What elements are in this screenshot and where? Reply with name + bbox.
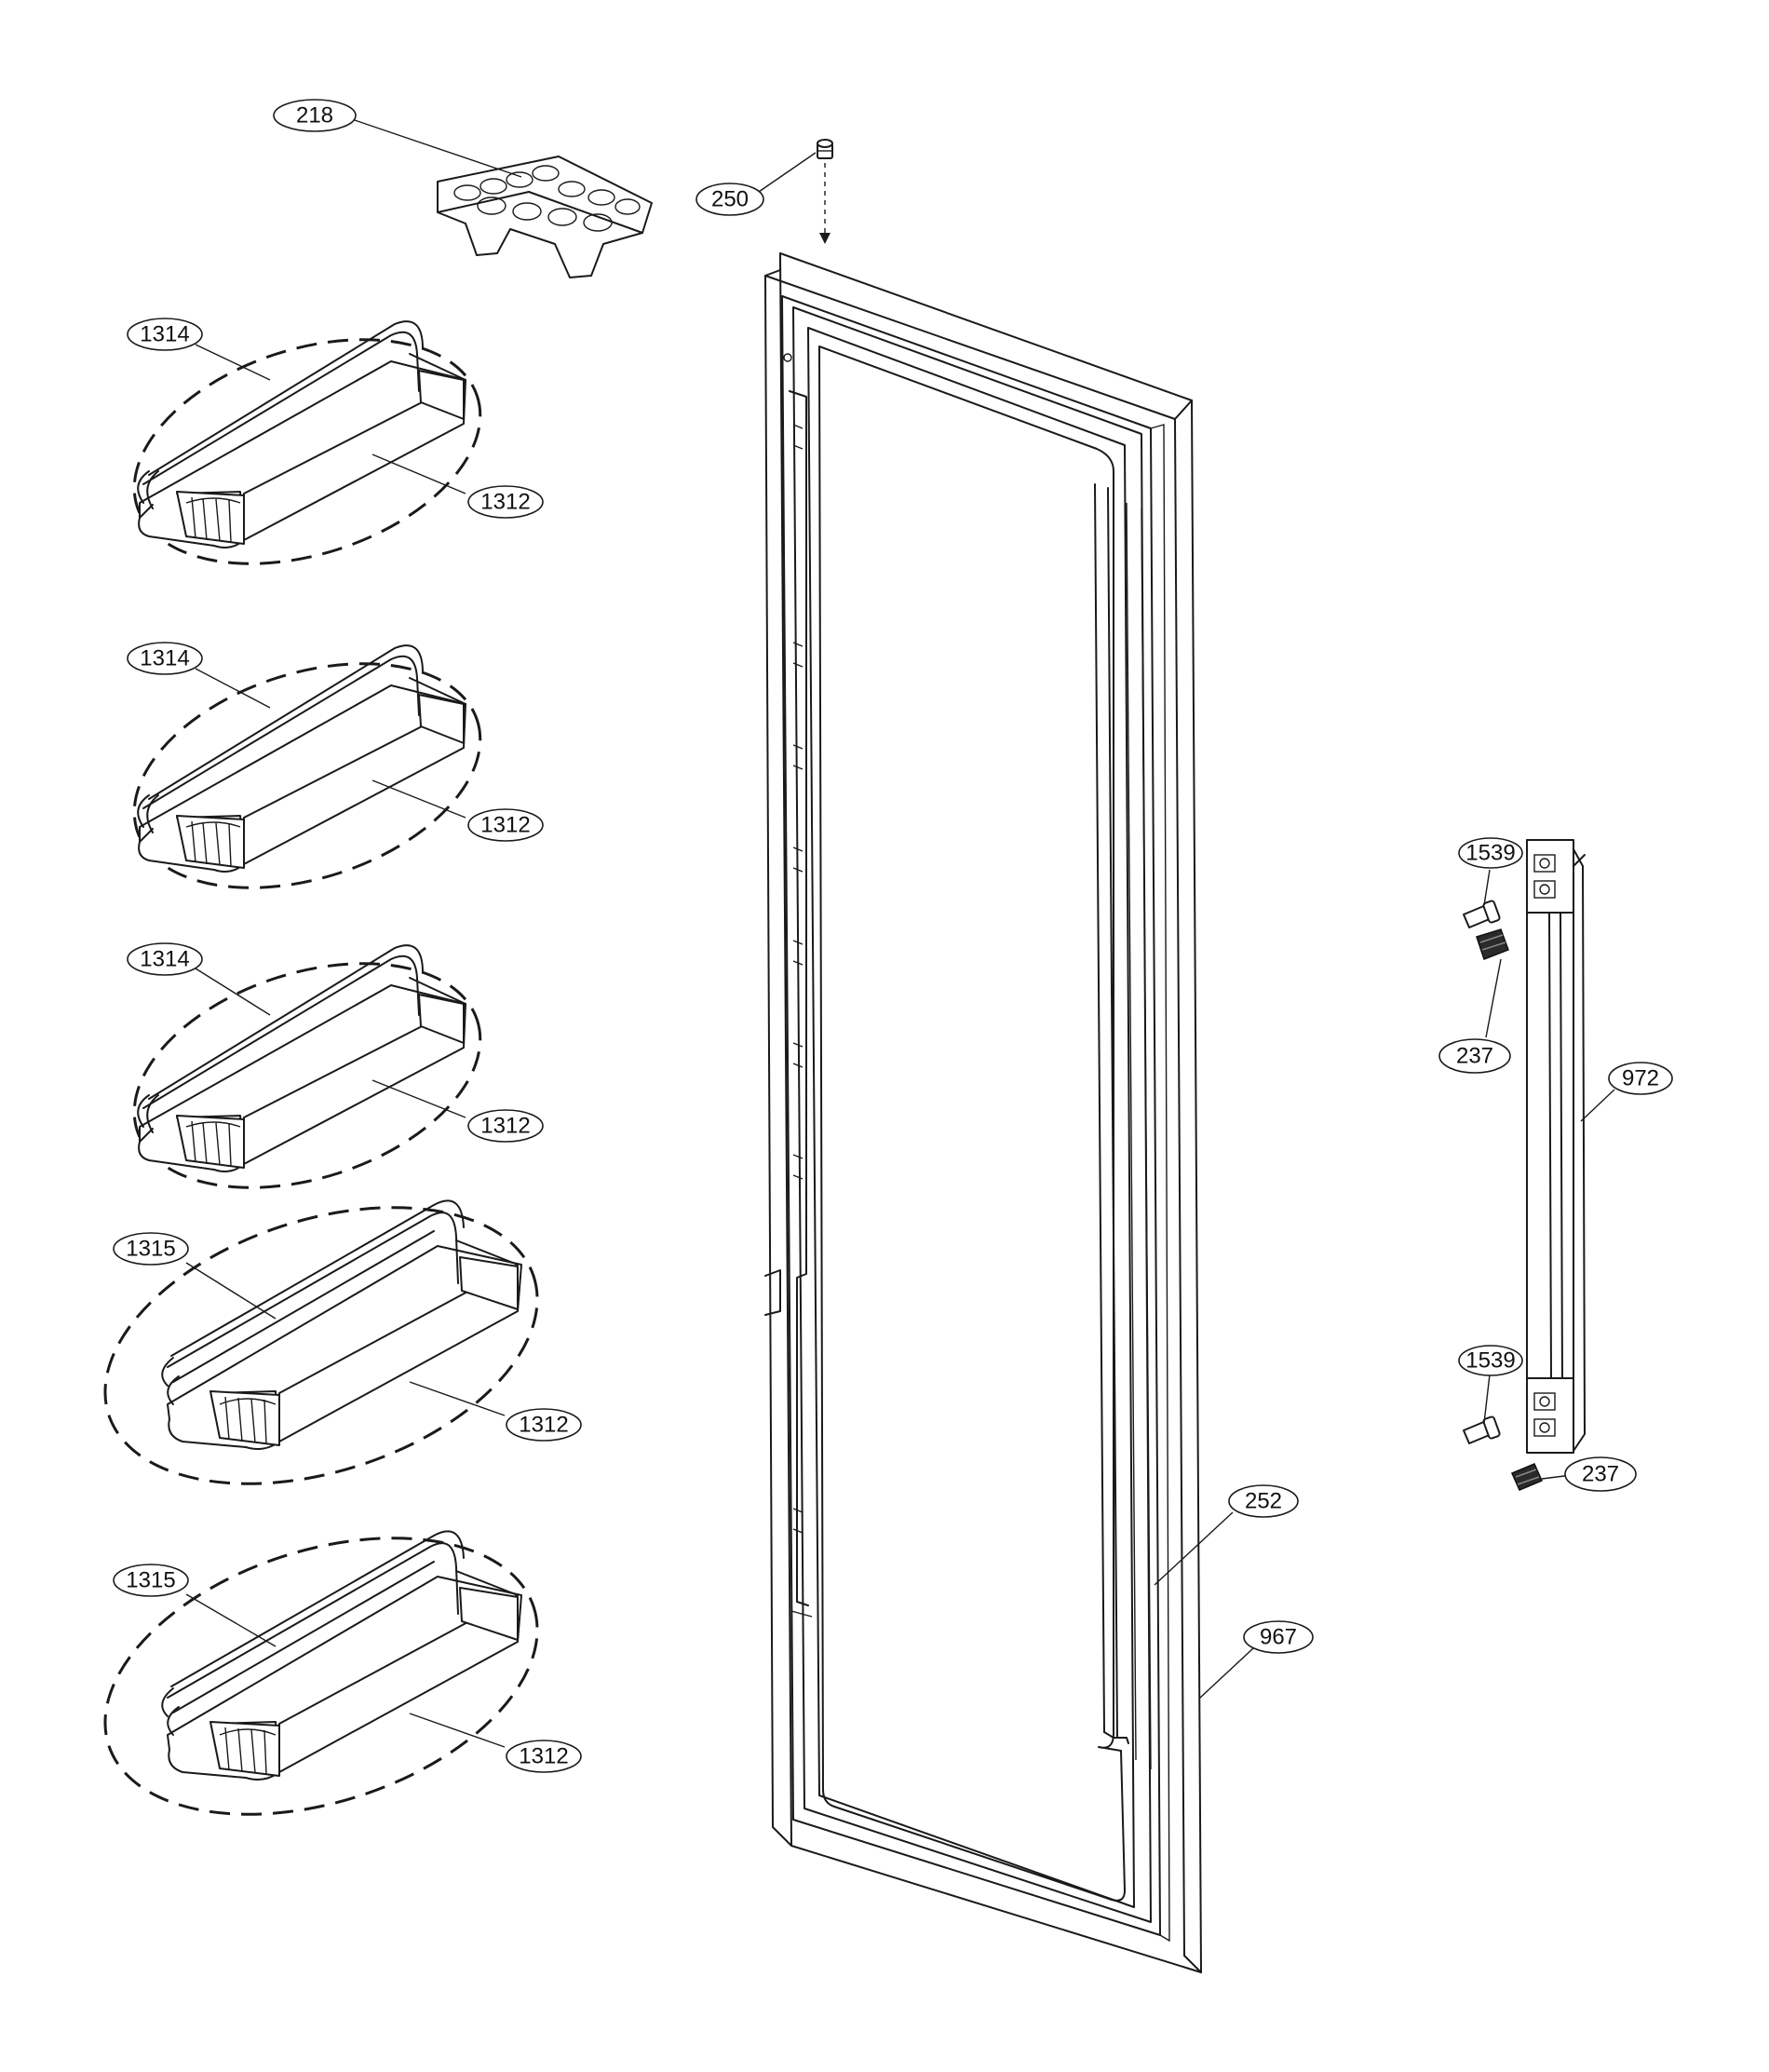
door-bin-2: [132, 644, 482, 889]
callout-label: 1312: [519, 1744, 568, 1769]
callout-label: 1312: [519, 1413, 568, 1438]
callout-label: 1315: [126, 1568, 175, 1593]
leader-lines: [185, 116, 1615, 1748]
door-bin-5: [103, 1530, 539, 1816]
callout-label: 1312: [480, 1114, 530, 1139]
callout-label: 967: [1260, 1625, 1297, 1650]
callout-1312-a: 1312: [467, 485, 544, 519]
door-handle: [1526, 839, 1586, 1454]
callout-label: 237: [1582, 1462, 1619, 1487]
callout-967: 967: [1243, 1620, 1314, 1654]
callout-252: 252: [1228, 1484, 1299, 1518]
door-bin-4: [103, 1199, 539, 1485]
callout-1312-e: 1312: [506, 1740, 582, 1773]
callout-label: 237: [1456, 1044, 1493, 1069]
callout-1315-b: 1315: [113, 1564, 189, 1597]
callout-label: 1312: [480, 813, 530, 838]
callout-1314-b: 1314: [127, 642, 203, 675]
set-screw-bottom: [1511, 1463, 1543, 1491]
callout-label: 252: [1245, 1489, 1282, 1514]
callout-label: 1539: [1465, 1348, 1515, 1374]
callout-label: 1314: [140, 646, 189, 671]
door-bin-3: [132, 944, 482, 1189]
callout-218: 218: [273, 99, 357, 132]
callout-label: 1315: [126, 1237, 175, 1262]
door-panel: [764, 252, 1202, 1973]
callout-label: 972: [1622, 1066, 1659, 1091]
mounting-screw-bottom: [1463, 1415, 1501, 1444]
callout-237-a: 237: [1438, 1038, 1511, 1074]
callout-1312-b: 1312: [467, 808, 544, 842]
callout-237-b: 237: [1564, 1456, 1637, 1492]
callout-1314-c: 1314: [127, 942, 203, 976]
callout-1314-a: 1314: [127, 318, 203, 351]
callout-1312-c: 1312: [467, 1109, 544, 1143]
rail-tabs: [792, 424, 803, 1534]
callout-label: 218: [296, 103, 333, 129]
callout-250: 250: [695, 183, 764, 216]
egg-tray: [437, 156, 653, 278]
callout-label: 250: [711, 187, 749, 212]
callout-label: 1312: [480, 490, 530, 515]
mounting-screw-top: [1463, 900, 1501, 928]
hinge-cap: [817, 139, 833, 244]
callout-972: 972: [1608, 1062, 1673, 1095]
callout-1312-d: 1312: [506, 1408, 582, 1442]
callout-label: 1539: [1465, 841, 1515, 866]
door-bin-1: [132, 320, 482, 565]
set-screw-top: [1476, 928, 1509, 960]
callout-label: 1314: [140, 322, 189, 347]
callout-1539-b: 1539: [1458, 1345, 1523, 1376]
callout-1539-a: 1539: [1458, 837, 1523, 869]
callout-1315-a: 1315: [113, 1232, 189, 1266]
callout-label: 1314: [140, 947, 189, 972]
